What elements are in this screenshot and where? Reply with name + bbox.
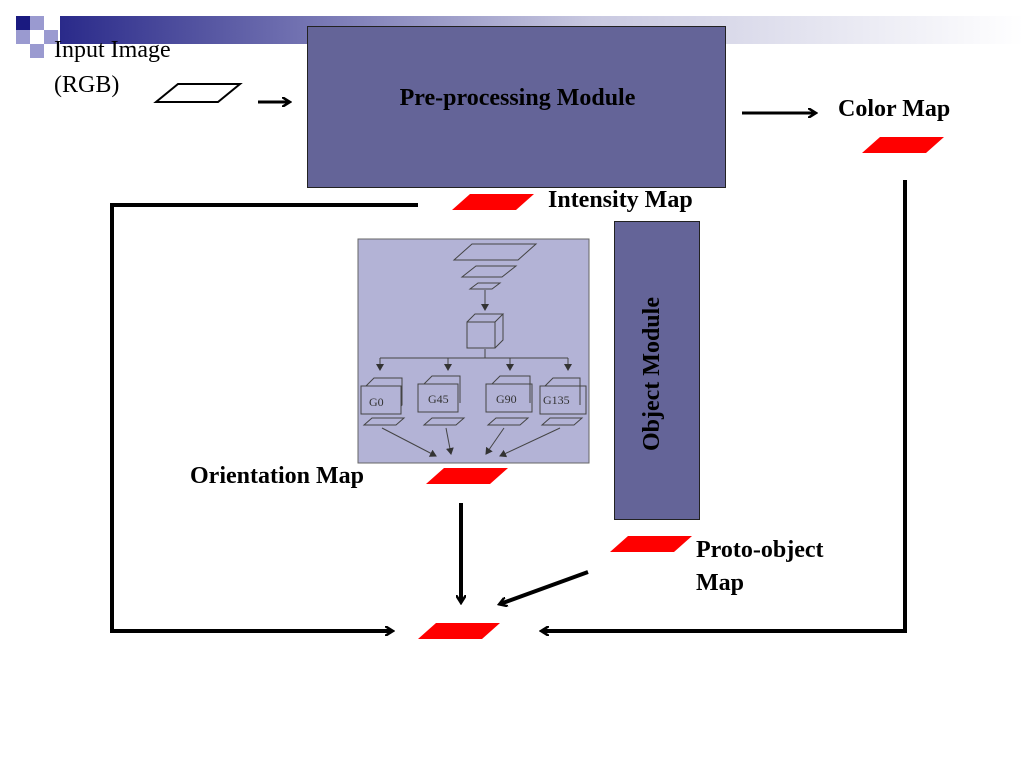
- corner-square-light-2: [16, 30, 30, 44]
- input-image-shape: [153, 83, 243, 103]
- pyramid-level-3: [468, 282, 502, 290]
- proto-object-arrow: [500, 570, 589, 604]
- intensity-map-label: Intensity Map: [548, 187, 693, 213]
- gabor-label-g0: G0: [369, 395, 384, 409]
- proto-object-map-label-line1: Proto-object: [696, 537, 824, 563]
- input-rgb-label: (RGB): [54, 72, 120, 98]
- feature-cube: [466, 313, 505, 349]
- pyramid-level-1: [452, 243, 538, 261]
- gabor-output-maps: [362, 417, 584, 426]
- gabor-label-g90: G90: [496, 392, 517, 406]
- preprocessing-module-box: Pre-processing Module: [307, 26, 726, 188]
- object-module-box: Object Module: [614, 221, 700, 520]
- color-map-label: Color Map: [838, 96, 951, 122]
- gabor-cubes: [360, 375, 587, 415]
- branch-arrows: [376, 358, 572, 371]
- color-path: [542, 180, 907, 631]
- pyramid-level-2: [460, 265, 518, 278]
- input-image-label: Input Image: [54, 37, 171, 63]
- color-map-shape: [862, 137, 944, 153]
- preprocessing-module-label: Pre-processing Module: [399, 85, 636, 111]
- intensity-path: [110, 203, 418, 631]
- orientation-map-label: Orientation Map: [190, 463, 364, 489]
- corner-square-light-3: [44, 30, 58, 44]
- orientation-map-shape: [426, 468, 508, 484]
- object-module-label: Object Module: [639, 297, 665, 451]
- gabor-label-g45: G45: [428, 392, 449, 406]
- gabor-label-g135: G135: [543, 393, 570, 407]
- orientation-inset-panel: [357, 238, 590, 464]
- corner-square-white: [30, 30, 44, 44]
- gabor-merge-arrows: [381, 427, 561, 458]
- corner-square-light-4: [30, 44, 44, 58]
- saliency-map-shape: [418, 623, 500, 639]
- corner-square-dark: [16, 16, 30, 30]
- proto-object-map-label-line2: Map: [696, 570, 744, 596]
- corner-square-light-1: [30, 16, 44, 30]
- intensity-map-shape: [452, 194, 534, 210]
- proto-object-map-shape: [610, 536, 692, 552]
